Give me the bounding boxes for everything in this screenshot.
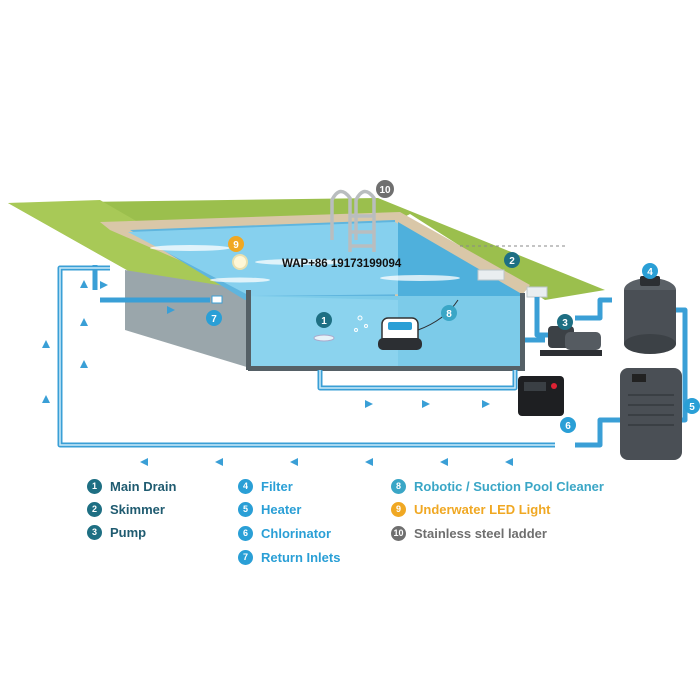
led-light <box>232 254 248 270</box>
svg-text:5: 5 <box>689 402 695 413</box>
callout-9: 9 <box>228 236 244 252</box>
svg-text:4: 4 <box>647 267 653 278</box>
grass-left-strip <box>8 200 255 300</box>
callout-10: 10 <box>376 180 394 198</box>
pool-wall-left <box>125 270 250 368</box>
bubbles <box>354 315 368 332</box>
main-drain <box>313 334 335 342</box>
pool-floor-left-edge <box>246 290 251 370</box>
svg-text:7: 7 <box>211 314 217 325</box>
robot-cleaner <box>378 299 459 350</box>
ladder <box>330 189 376 252</box>
filter-tank <box>624 276 676 354</box>
watermark-text: WAP+86 19173199094 <box>282 258 402 270</box>
callout-5: 5 <box>684 398 700 414</box>
callout-6: 6 <box>560 417 576 433</box>
pool-floor-right-edge <box>520 293 525 371</box>
skimmer-box <box>477 269 505 281</box>
svg-text:2: 2 <box>509 256 515 267</box>
callout-7: 7 <box>206 310 222 326</box>
svg-text:9: 9 <box>233 240 239 251</box>
callout-1: 1 <box>316 312 332 328</box>
skimmer-pipe-stub <box>526 286 548 298</box>
callout-3: 3 <box>557 314 573 330</box>
pool-floor <box>248 366 524 371</box>
svg-text:8: 8 <box>446 309 452 320</box>
callout-2: 2 <box>504 252 520 268</box>
callout-4: 4 <box>642 263 658 279</box>
water-highlights <box>150 245 460 283</box>
chlorinator <box>518 376 564 416</box>
flow-arrows <box>42 280 513 466</box>
water-cross-section-left <box>250 296 398 368</box>
return-inlet <box>211 295 223 304</box>
svg-text:10: 10 <box>379 185 391 196</box>
callout-8: 8 <box>441 305 457 321</box>
pipe-inner <box>59 267 555 446</box>
svg-text:6: 6 <box>565 421 571 432</box>
heater <box>620 368 682 460</box>
svg-text:1: 1 <box>321 316 327 327</box>
pump <box>540 326 602 356</box>
svg-text:3: 3 <box>562 318 568 329</box>
